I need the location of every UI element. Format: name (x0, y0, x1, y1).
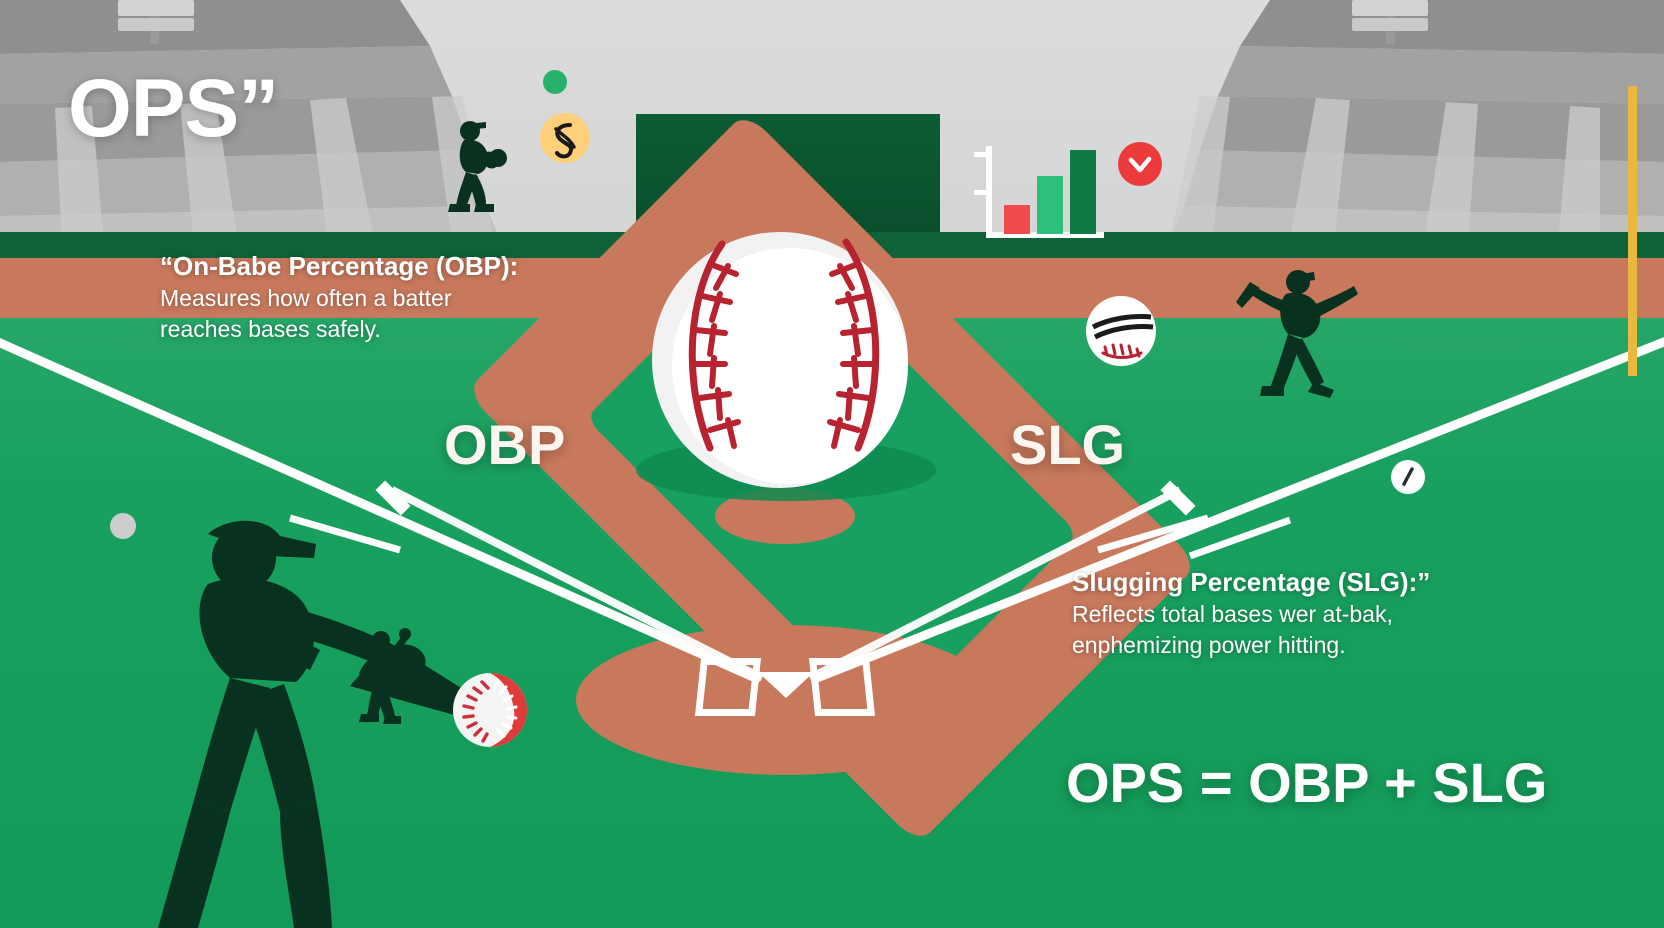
pitcher-silhouette-on-wall (448, 121, 507, 212)
grey-ball-icon (110, 513, 136, 539)
green-dot-icon (543, 70, 567, 94)
home-plate-dirt-circle (576, 625, 996, 775)
field-lines (0, 337, 1664, 685)
obp-callout-line2: reaches bases safely. (160, 316, 381, 343)
obp-callout-heading: “On-Babe Percentage (OBP): (160, 251, 519, 281)
slg-label: SLG (1010, 413, 1126, 476)
mini-bar-chart (972, 146, 1104, 242)
home-plate (758, 672, 814, 698)
gold-swoosh-icon (540, 113, 590, 163)
left-batters-box (694, 658, 762, 716)
obp-callout-line1: Measures how often a batter (160, 284, 452, 311)
obp-label: OBP (444, 413, 566, 476)
obp-callout: “On-Babe Percentage (OBP): Measures how … (160, 250, 630, 346)
chart-bar-1 (1004, 204, 1030, 234)
chart-bars (1004, 146, 1096, 234)
slg-callout-heading: Slugging Percentage (SLG):” (1072, 567, 1431, 597)
chart-bar-2 (1037, 175, 1063, 234)
red-baseball-icon (453, 673, 527, 747)
chart-tick-top (974, 152, 988, 157)
red-chevron-down-icon[interactable] (1118, 142, 1162, 186)
baseball-icon (652, 232, 908, 488)
right-batters-box (808, 658, 876, 716)
chart-bar-3 (1070, 150, 1096, 234)
slg-callout-line1: Reflects total bases wer at-bak, (1072, 600, 1393, 627)
slg-callout-line2: enphemizing power hitting. (1072, 632, 1346, 659)
page-title: OPS” (68, 63, 279, 154)
pen-icon[interactable] (1391, 460, 1425, 494)
batter-silhouette-right (1236, 270, 1358, 398)
chart-tick-mid (974, 190, 988, 195)
fielder-silhouette-small (359, 628, 411, 724)
foul-pole-icon (1628, 86, 1637, 376)
chart-x-axis (986, 232, 1104, 238)
batter-silhouette (158, 520, 474, 928)
striped-baseball-icon (1086, 296, 1156, 366)
chart-y-axis (986, 146, 992, 238)
ops-formula: OPS = OBP + SLG (1066, 751, 1548, 814)
slg-callout: Slugging Percentage (SLG):” Reflects tot… (1072, 566, 1542, 662)
